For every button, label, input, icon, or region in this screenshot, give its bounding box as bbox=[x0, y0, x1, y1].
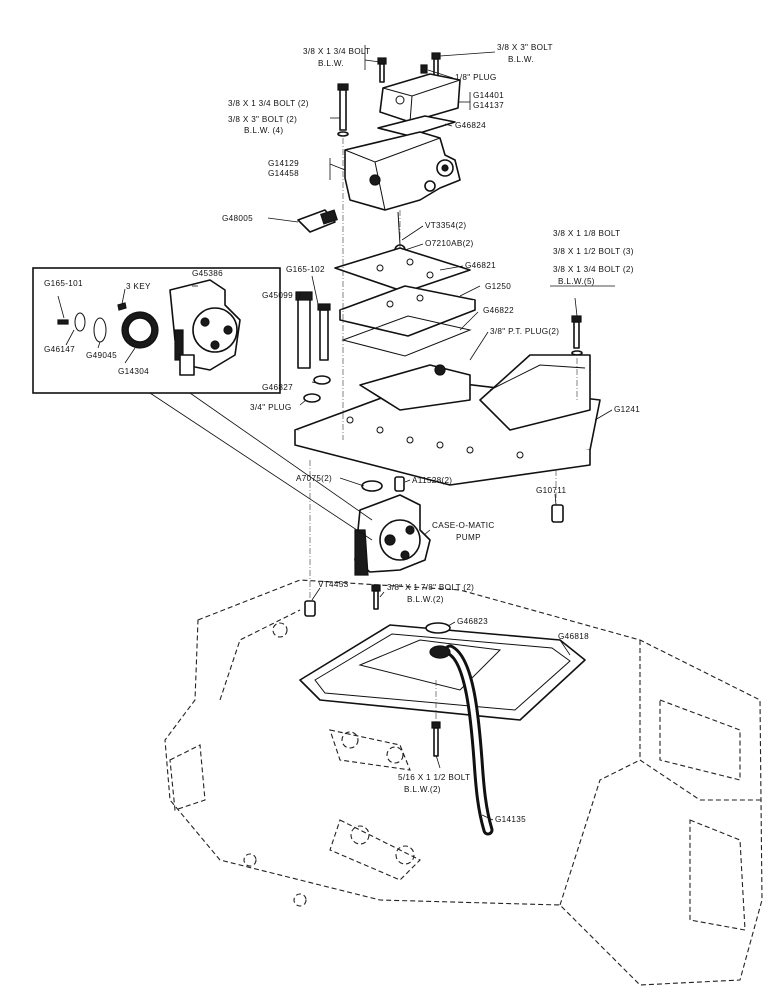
part-labels: 3/8 X 1 3/4 BOLT B.L.W. 3/8 X 3" BOLT B.… bbox=[44, 43, 640, 824]
label-blw-5: B.L.W.(5) bbox=[558, 277, 595, 286]
plate-g46821 bbox=[334, 247, 471, 293]
label-g46821: G46821 bbox=[465, 261, 496, 270]
label-bolt-3-8x3: 3/8 X 3" BOLT bbox=[497, 43, 553, 52]
fitting-g48005 bbox=[297, 209, 338, 233]
label-bolt-3-8x1-3-4: 3/8 X 1 3/4 BOLT bbox=[303, 47, 370, 56]
cover-g14401 bbox=[379, 64, 461, 123]
label-g46818: G46818 bbox=[558, 632, 589, 641]
gasket-g46818 bbox=[299, 624, 586, 721]
label-a11528: A11528(2) bbox=[412, 476, 452, 485]
label-plug-1-8: 1/8" PLUG bbox=[455, 73, 497, 82]
label-g1250: G1250 bbox=[485, 282, 511, 291]
valve-g45099 bbox=[295, 291, 331, 403]
case-o-matic-pump bbox=[354, 494, 431, 576]
label-g46827: G46827 bbox=[262, 383, 293, 392]
label-g48005: G48005 bbox=[222, 214, 253, 223]
label-3-key: 3 KEY bbox=[126, 282, 151, 291]
label-bolt-3-8x1-7-8: 3/8" X 1 7/8" BOLT (2) bbox=[387, 583, 474, 592]
label-g14401: G14401 bbox=[473, 91, 504, 100]
label-pump: PUMP bbox=[456, 533, 481, 542]
label-blw-2b: B.L.W.(2) bbox=[404, 785, 441, 794]
transmission-housing bbox=[164, 579, 763, 986]
label-g165-101: G165-101 bbox=[44, 279, 83, 288]
label-blw: B.L.W. bbox=[508, 55, 534, 64]
leader-lines bbox=[57, 45, 615, 821]
pickup-tube-g14135 bbox=[429, 644, 494, 836]
valve-body-g14129 bbox=[344, 131, 461, 211]
gasket-g46823 bbox=[425, 622, 451, 634]
label-bolt-3-8x1-1-2-3: 3/8 X 1 1/2 BOLT (3) bbox=[553, 247, 634, 256]
label-case-o-matic: CASE-O-MATIC bbox=[432, 521, 495, 530]
label-bolt-3-8x1-1-8: 3/8 X 1 1/8 BOLT bbox=[553, 229, 620, 238]
label-pt-plug: 3/8" P.T. PLUG(2) bbox=[490, 327, 559, 336]
label-g46824: G46824 bbox=[455, 121, 486, 130]
label-a7075: A7075(2) bbox=[296, 474, 332, 483]
label-bolt-3-8x1-3-4-2b: 3/8 X 1 3/4 BOLT (2) bbox=[553, 265, 634, 274]
label-g49045: G49045 bbox=[86, 351, 117, 360]
inset-pump-detail bbox=[32, 267, 373, 541]
plate-g1241 bbox=[294, 354, 601, 486]
label-o7210ab: O7210AB(2) bbox=[425, 239, 474, 248]
label-plug-3-4: 3/4" PLUG bbox=[250, 403, 292, 412]
label-bolt-3-8x3-2: 3/8 X 3" BOLT (2) bbox=[228, 115, 297, 124]
label-g45386: G45386 bbox=[192, 269, 223, 278]
label-blw-2: B.L.W.(2) bbox=[407, 595, 444, 604]
label-g14129: G14129 bbox=[268, 159, 299, 168]
label-g14135: G14135 bbox=[495, 815, 526, 824]
label-vt3354: VT3354(2) bbox=[425, 221, 466, 230]
label-bolt-3-8x1-3-4-2: 3/8 X 1 3/4 BOLT (2) bbox=[228, 99, 309, 108]
label-g1241: G1241 bbox=[614, 405, 640, 414]
bolts bbox=[304, 52, 583, 757]
label-g10711: G10711 bbox=[536, 486, 566, 495]
label-g46823: G46823 bbox=[457, 617, 488, 626]
label-g46147: G46147 bbox=[44, 345, 75, 354]
label-blw-4: B.L.W. (4) bbox=[244, 126, 283, 135]
label-blw: B.L.W. bbox=[318, 59, 344, 68]
label-g14137: G14137 bbox=[473, 101, 504, 110]
center-lines bbox=[309, 138, 578, 722]
label-bolt-5-16x1-1-2: 5/16 X 1 1/2 BOLT bbox=[398, 773, 470, 782]
label-g46822: G46822 bbox=[483, 306, 514, 315]
label-g45099: G45099 bbox=[262, 291, 293, 300]
label-vt4453: VT4453 bbox=[318, 580, 349, 589]
label-g14458: G14458 bbox=[268, 169, 299, 178]
plate-g1250 bbox=[339, 285, 476, 337]
gasket-g46822 bbox=[341, 315, 472, 357]
gasket-g46824 bbox=[377, 115, 456, 137]
label-g165-102: G165-102 bbox=[286, 265, 325, 274]
label-g14304: G14304 bbox=[118, 367, 149, 376]
